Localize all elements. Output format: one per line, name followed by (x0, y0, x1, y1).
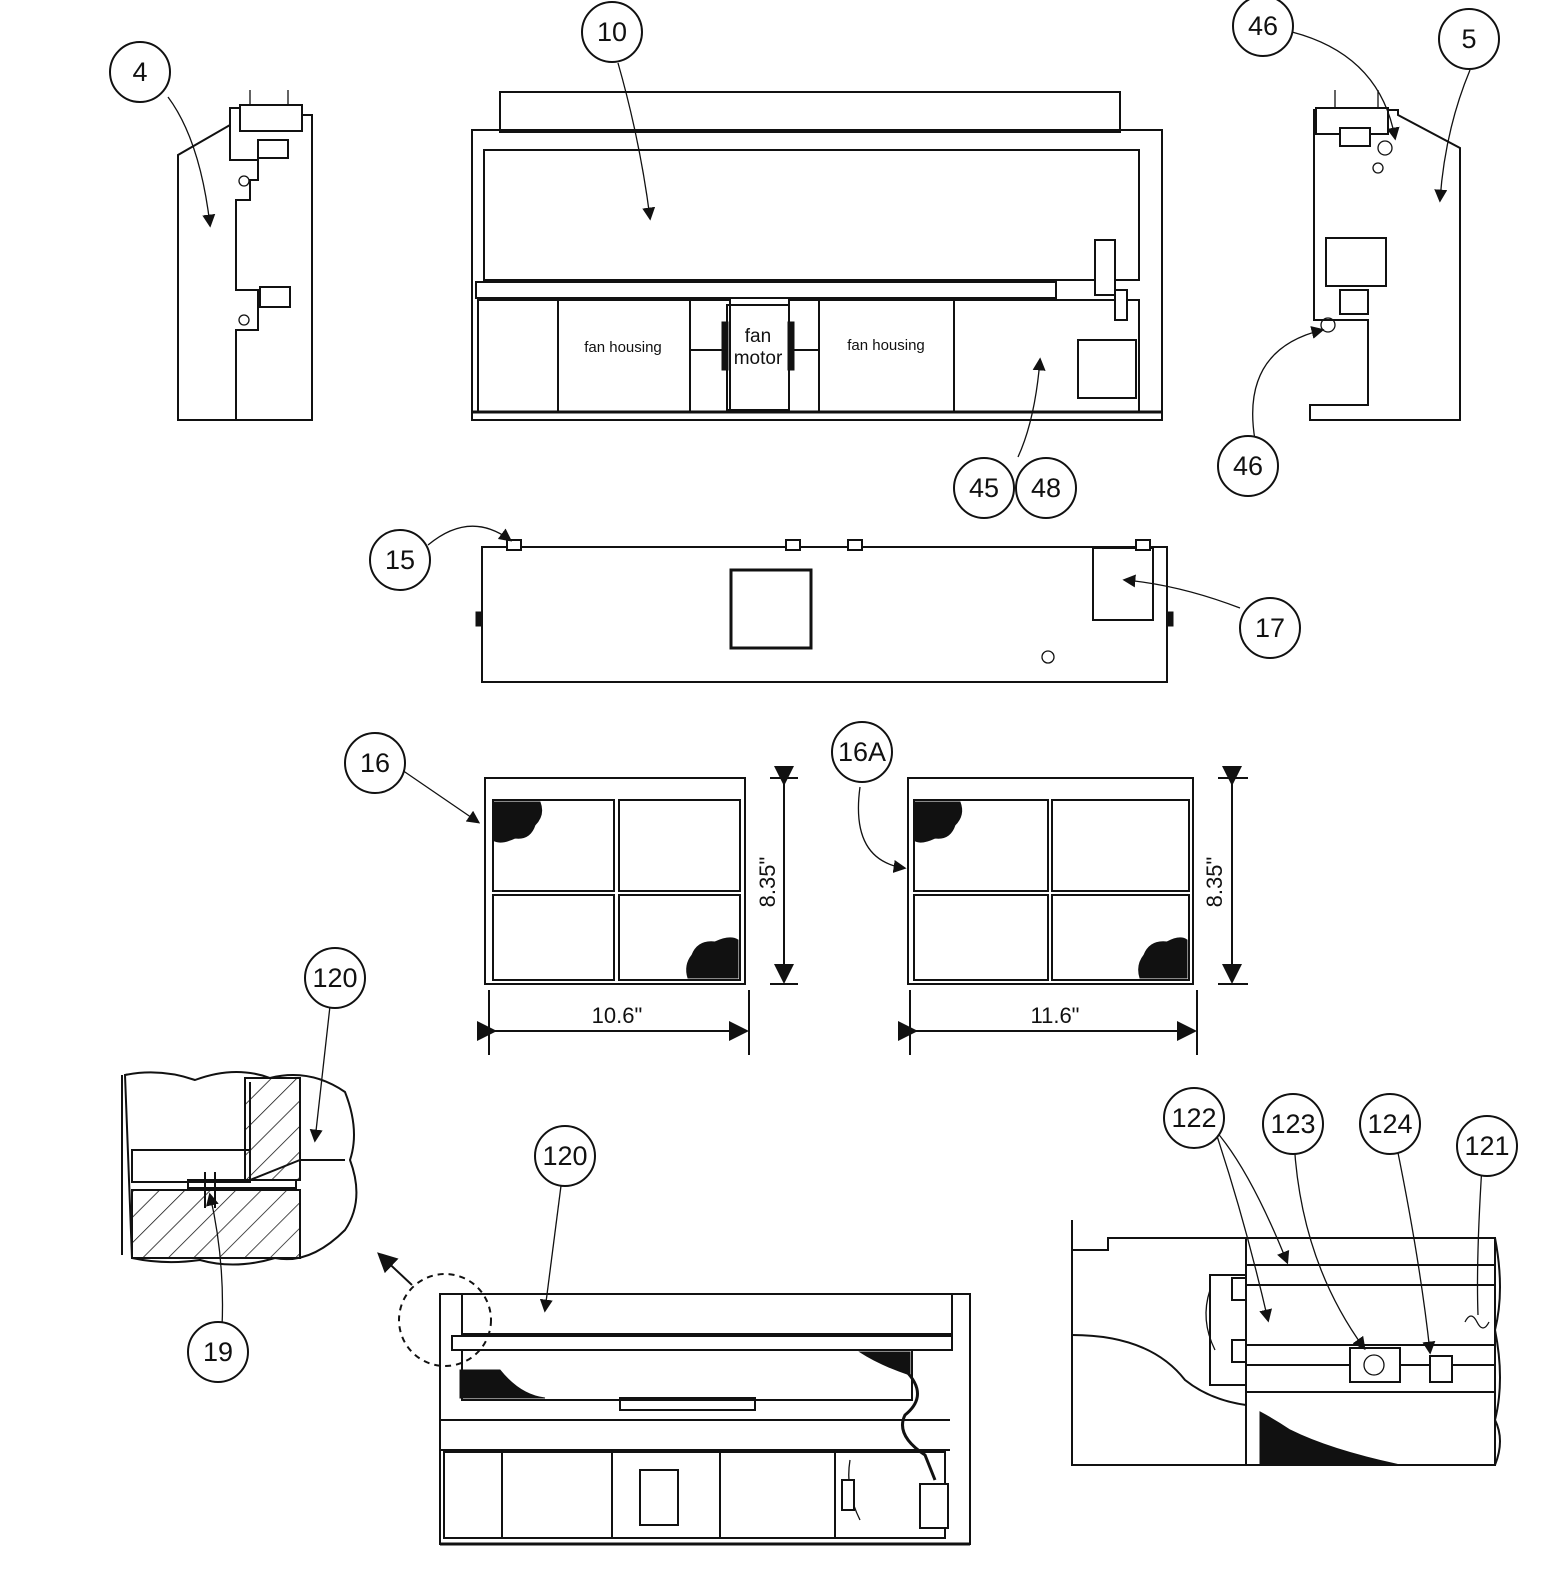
callout-15: 15 (369, 529, 431, 591)
callout-48-label: 48 (1031, 473, 1061, 503)
callout-122: 122 (1163, 1087, 1225, 1149)
filter-part-16a: 8.35" 11.6" (898, 766, 1248, 1055)
callout-123: 123 (1262, 1093, 1324, 1155)
end-panel-right-part-5 (1309, 90, 1461, 421)
fan-motor-label-line2: motor (734, 348, 783, 369)
valve-detail-parts-121-124 (1071, 1220, 1501, 1466)
callout-16: 16 (344, 732, 406, 794)
callout-15-label: 15 (385, 545, 415, 575)
main-unit-part-10: fan housing fan housing fan motor (471, 91, 1163, 421)
callout-45-label: 45 (969, 473, 999, 503)
filter16a-height-dim: 8.35" (1202, 857, 1227, 908)
fan-motor-label-line1: fan (745, 326, 771, 347)
callout-19-label: 19 (203, 1337, 233, 1367)
callout-120-left-label: 120 (312, 963, 357, 993)
callout-10-label: 10 (597, 17, 627, 47)
bottom-panel-part-15 (475, 539, 1174, 683)
front-unit-part-120 (377, 1252, 971, 1546)
callout-5: 5 (1438, 8, 1500, 70)
callout-4-label: 4 (132, 57, 147, 87)
callout-120-bottom: 120 (534, 1125, 596, 1187)
leader-lines (167, 31, 1483, 1355)
end-panel-left-part-4 (177, 90, 313, 421)
callout-17-label: 17 (1255, 613, 1285, 643)
callout-16-label: 16 (360, 748, 390, 778)
callout-120-left: 120 (304, 947, 366, 1009)
callout-45: 45 (953, 457, 1015, 519)
fan-housing-left-label: fan housing (584, 339, 662, 356)
filter-part-16: 8.35" 10.6" (477, 766, 798, 1055)
callout-48: 48 (1015, 457, 1077, 519)
callout-120-bottom-label: 120 (542, 1141, 587, 1171)
callout-46-top: 46 (1232, 0, 1294, 57)
callout-46-bottom: 46 (1217, 435, 1279, 497)
callout-123-label: 123 (1270, 1109, 1315, 1139)
callout-46-top-label: 46 (1248, 11, 1278, 41)
callout-122-label: 122 (1171, 1103, 1216, 1133)
callout-121-label: 121 (1464, 1131, 1509, 1161)
fan-housing-right-label: fan housing (847, 337, 925, 354)
callout-16a: 16A (831, 721, 893, 783)
callout-124: 124 (1359, 1093, 1421, 1155)
callout-5-label: 5 (1461, 24, 1476, 54)
callout-124-label: 124 (1367, 1109, 1412, 1139)
filter16a-width-dim: 11.6" (1031, 1003, 1080, 1028)
callout-4: 4 (109, 41, 171, 103)
callout-19: 19 (187, 1321, 249, 1383)
callout-17: 17 (1239, 597, 1301, 659)
callout-16a-label: 16A (838, 737, 886, 767)
filter16-height-dim: 8.35" (755, 857, 780, 908)
callout-46-bottom-label: 46 (1233, 451, 1263, 481)
callout-121: 121 (1456, 1115, 1518, 1177)
filter16-width-dim: 10.6" (592, 1003, 643, 1028)
section-detail-view (121, 1070, 358, 1266)
callout-10: 10 (581, 1, 643, 63)
